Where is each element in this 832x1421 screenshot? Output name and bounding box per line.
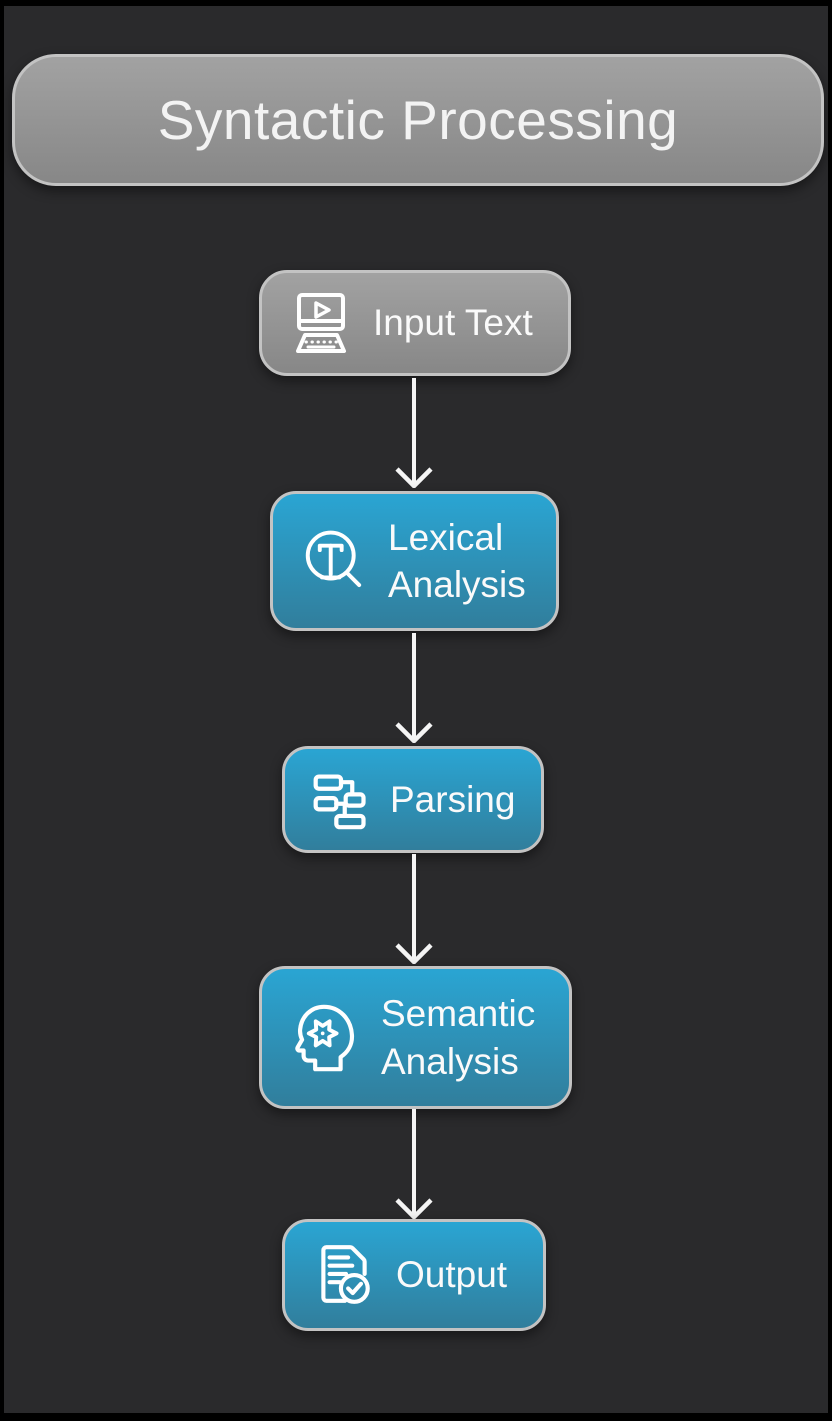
head-gear-icon bbox=[288, 1001, 362, 1075]
laptop-play-icon bbox=[288, 291, 354, 355]
node-label: Output bbox=[396, 1254, 508, 1296]
diagram-title-label: Syntactic Processing bbox=[157, 89, 679, 151]
document-check-icon bbox=[311, 1242, 377, 1308]
node-label: Semantic Analysis bbox=[381, 993, 536, 1082]
node-lexical-analysis: Lexical Analysis bbox=[270, 491, 559, 631]
node-label: Lexical Analysis bbox=[388, 516, 526, 605]
text-magnifier-icon bbox=[299, 526, 369, 596]
flow-arrow-down bbox=[392, 633, 436, 745]
node-output: Output bbox=[282, 1219, 546, 1331]
node-input-text: Input Text bbox=[259, 270, 571, 376]
node-parsing: Parsing bbox=[282, 746, 544, 853]
node-label: Parsing bbox=[390, 778, 516, 820]
node-semantic-analysis: Semantic Analysis bbox=[259, 966, 572, 1109]
tree-diagram-icon bbox=[311, 770, 371, 830]
flow-arrow-down bbox=[392, 378, 436, 490]
flow-arrow-down bbox=[392, 1109, 436, 1221]
flow-arrow-down bbox=[392, 854, 436, 966]
node-label: Input Text bbox=[373, 302, 533, 344]
diagram-title: Syntactic Processing bbox=[12, 54, 824, 186]
diagram-canvas: Syntactic Processing Input Text bbox=[4, 6, 828, 1413]
